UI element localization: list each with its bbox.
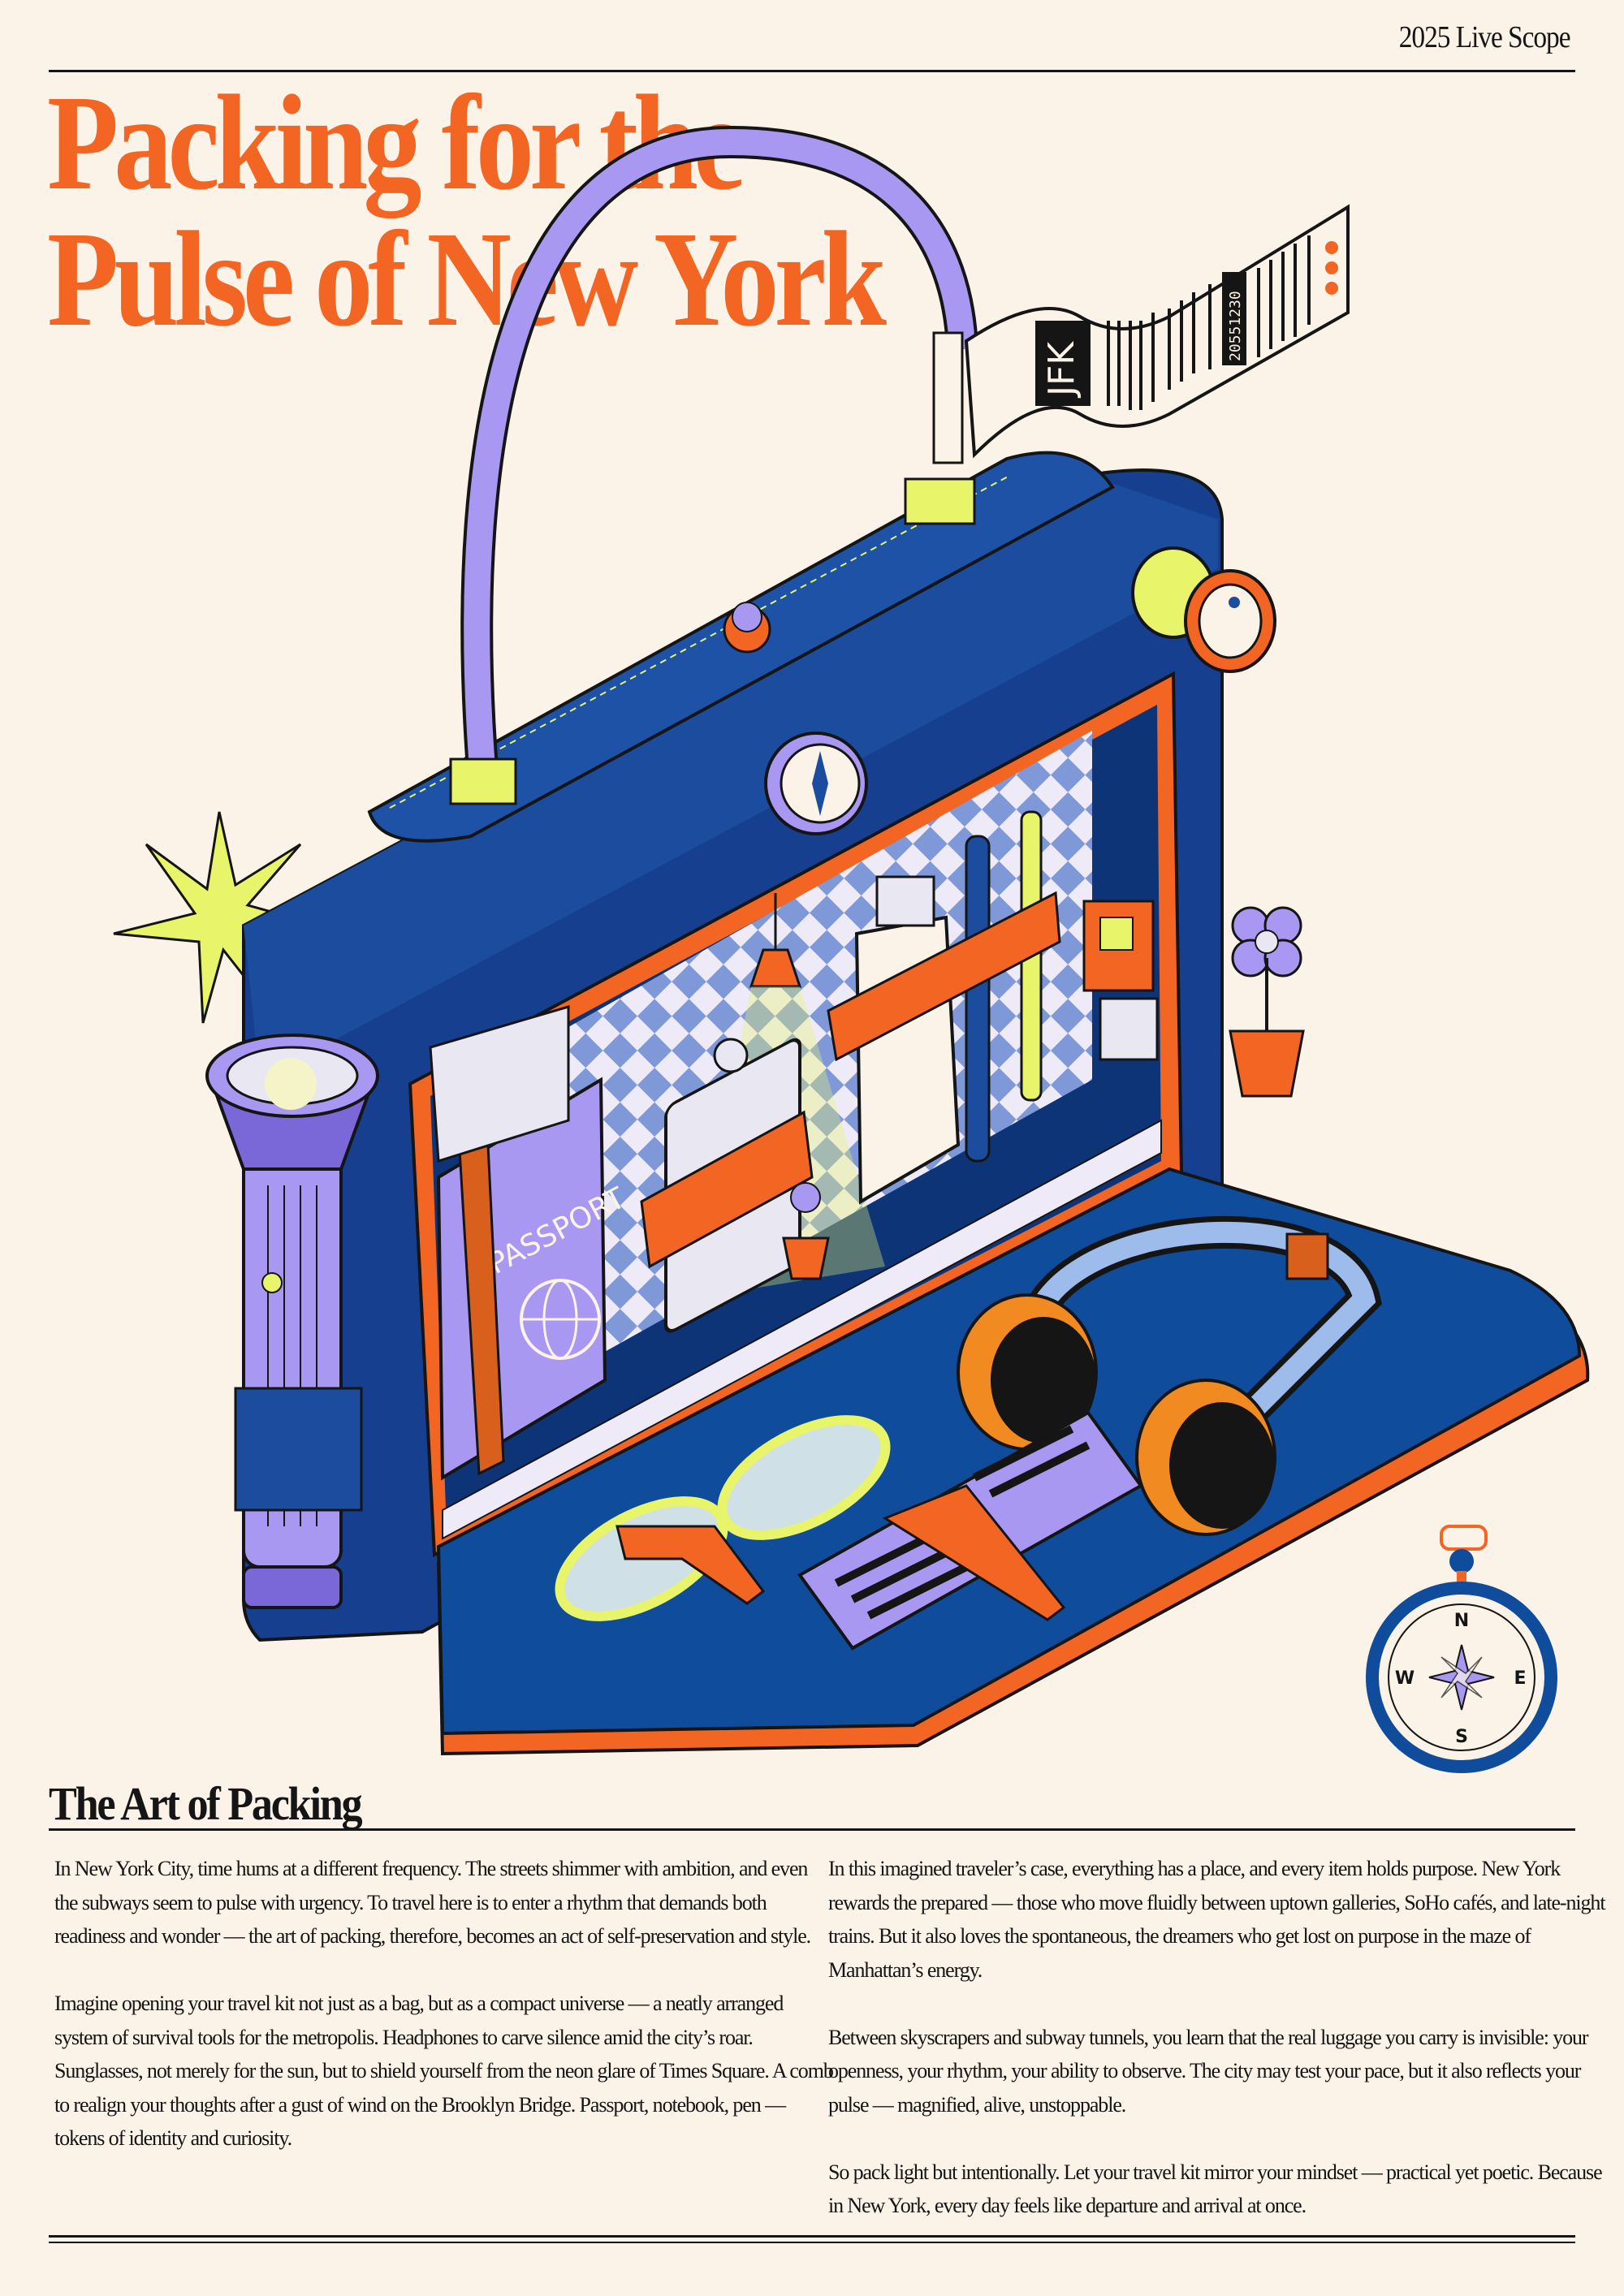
hanging-lamp-icon — [749, 948, 802, 988]
page-title: Packing for the Pulse of New York — [47, 67, 887, 355]
paragraph: So pack light but intentionally. Let you… — [828, 2160, 1603, 2218]
section-heading: The Art of Packing — [49, 1777, 363, 1830]
article-right-column: In this imagined traveler’s case, everyt… — [828, 1852, 1608, 2256]
compass-east: E — [1514, 1668, 1526, 1689]
comb — [797, 1410, 1143, 1651]
wall-compass-icon — [764, 732, 868, 835]
tag-code: JFK — [1041, 341, 1082, 399]
paragraph: In this imagined traveler’s case, everyt… — [828, 1857, 1606, 1982]
compass-west: W — [1395, 1668, 1415, 1689]
paragraph: Imagine opening your travel kit not just… — [54, 1992, 834, 2150]
bottom-divider-thin — [49, 2242, 1575, 2243]
headphones — [957, 1215, 1383, 1536]
spyglass-lens-icon — [1131, 546, 1276, 673]
sparkle-star-icon — [113, 811, 322, 1024]
small-plant-icon — [782, 1182, 830, 1280]
compass-north: N — [1454, 1611, 1469, 1631]
travel-case-illustration: JFK 20551230 PASSPORT — [113, 125, 1590, 1773]
article-left-column: In New York City, time hums at a differe… — [54, 1852, 834, 2189]
compass-south: S — [1455, 1727, 1468, 1747]
title-line-1: Packing for the — [47, 67, 745, 218]
top-divider — [49, 70, 1575, 72]
section-divider — [49, 1828, 1575, 1831]
tag-number: 20551230 — [1227, 291, 1244, 361]
meter-gauge-icon — [1099, 997, 1159, 1061]
title-line-2: Pulse of New York — [47, 204, 887, 355]
flashlight — [205, 1034, 379, 1609]
luggage-tag: JFK 20551230 — [964, 204, 1350, 459]
paragraph: In New York City, time hums at a differe… — [54, 1857, 811, 1948]
pocket-compass: N E S W — [1366, 1525, 1557, 1773]
edition-label: 2025 Live Scope — [1399, 20, 1571, 54]
flask — [640, 1038, 814, 1333]
potted-flower-icon — [1229, 906, 1305, 1098]
paragraph: Between skyscrapers and subway tunnels, … — [828, 2025, 1589, 2117]
bottom-divider — [49, 2235, 1575, 2238]
toothbrush — [965, 835, 991, 1163]
